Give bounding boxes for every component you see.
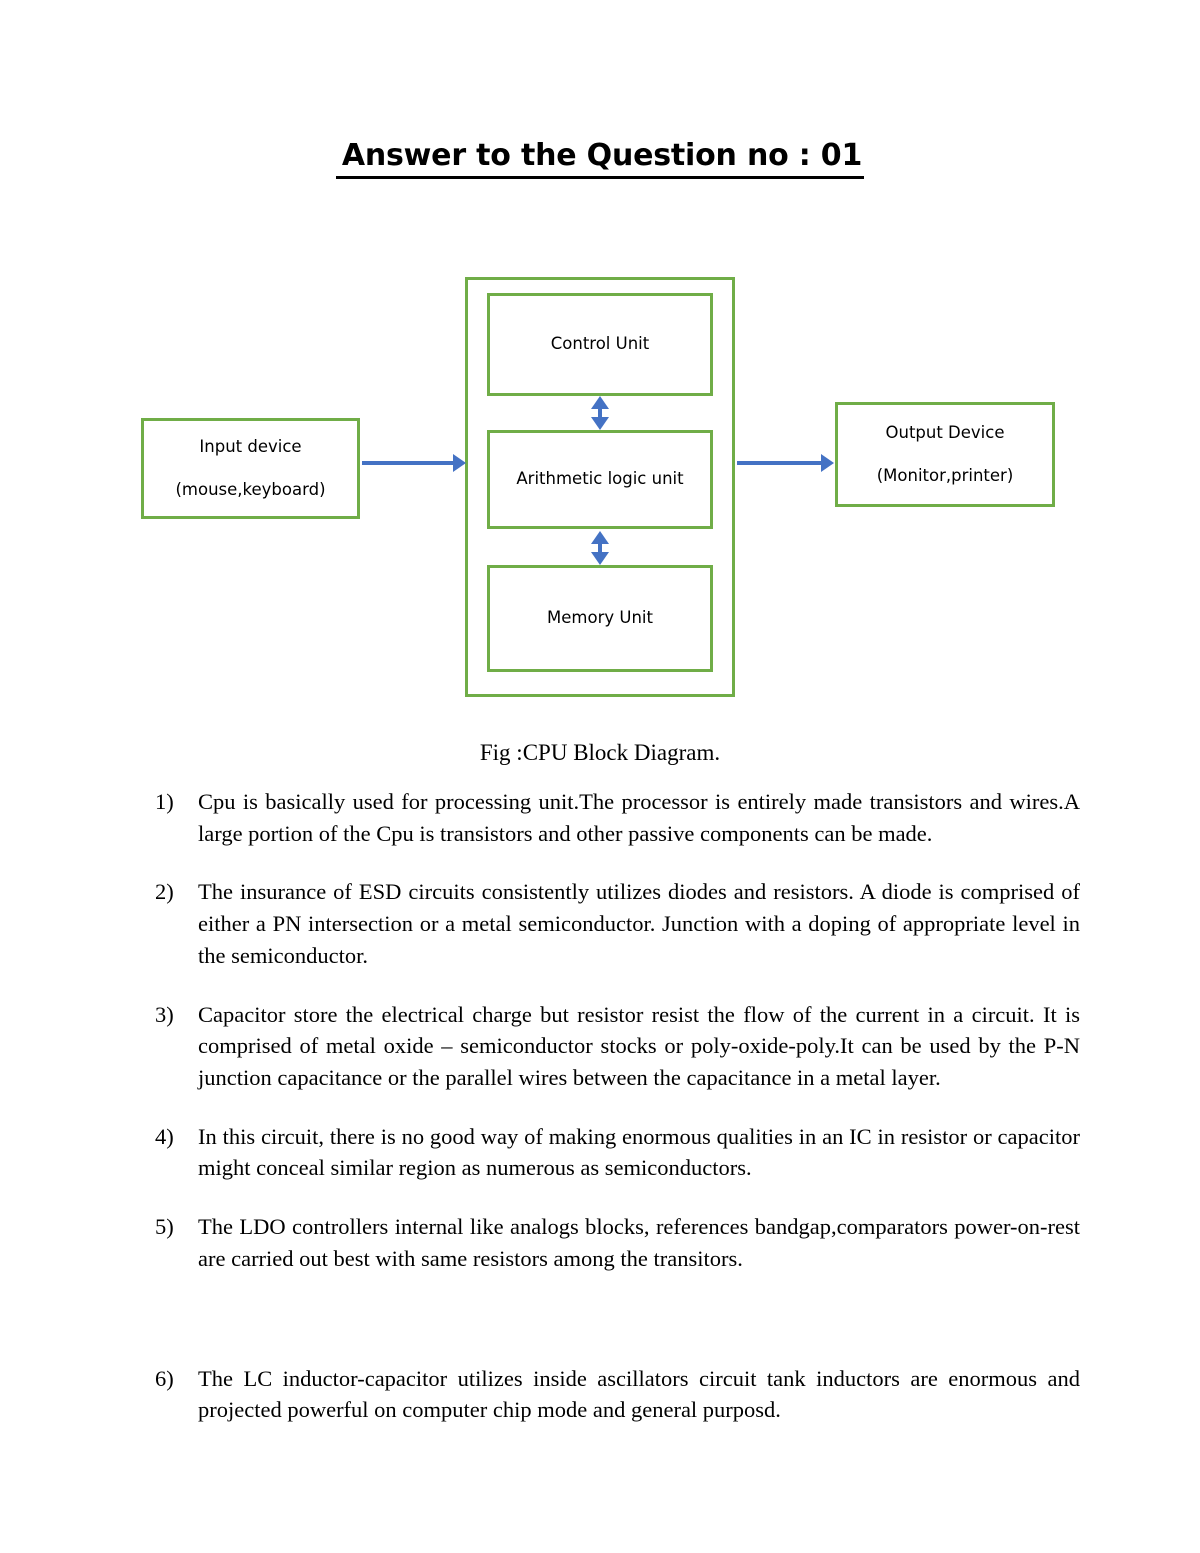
list-item-text: The LC inductor-capacitor utilizes insid… xyxy=(198,1365,1080,1423)
list-item-text: Capacitor store the electrical charge bu… xyxy=(198,1001,1080,1091)
page-title-text: Answer to the Question no : 01 xyxy=(335,139,865,179)
input-device-label-line1: Input device xyxy=(199,437,302,456)
list-item: 2) The insurance of ESD circuits consist… xyxy=(152,876,1080,971)
list-item-text: Cpu is basically used for processing uni… xyxy=(198,789,1080,846)
answer-list: 1) Cpu is basically used for processing … xyxy=(152,786,1080,1453)
list-item-marker: 4) xyxy=(155,1123,174,1149)
list-item: 3) Capacitor store the electrical charge… xyxy=(152,999,1080,1094)
list-item-marker: 3) xyxy=(155,1001,174,1027)
list-item-marker: 6) xyxy=(155,1365,174,1391)
list-item: 4) In this circuit, there is no good way… xyxy=(152,1121,1080,1184)
cpu-block-diagram: Input device (mouse,keyboard) Control Un… xyxy=(0,0,1200,780)
list-item: 1) Cpu is basically used for processing … xyxy=(152,786,1080,849)
diagram-block-control-unit: Control Unit xyxy=(487,293,713,396)
diagram-block-arithmetic-logic-unit: Arithmetic logic unit xyxy=(487,430,713,529)
list-item-text: In this circuit, there is no good way of… xyxy=(198,1123,1080,1181)
diagram-block-cpu-container xyxy=(465,277,735,697)
diagram-block-memory-unit: Memory Unit xyxy=(487,565,713,672)
list-item-marker: 2) xyxy=(155,879,174,905)
list-item: 5) The LDO controllers internal like ana… xyxy=(152,1211,1080,1274)
output-device-label-line1: Output Device xyxy=(885,423,1005,442)
diagram-block-input-device: Input device (mouse,keyboard) xyxy=(141,418,360,519)
diagram-block-output-device: Output Device (Monitor,printer) xyxy=(835,402,1055,507)
memory-unit-label: Memory Unit xyxy=(547,608,653,628)
alu-label: Arithmetic logic unit xyxy=(516,469,684,489)
arrow-double-vertical-icon-alu-memory xyxy=(598,542,602,554)
list-item-marker: 1) xyxy=(155,789,174,814)
input-device-label-line2: (mouse,keyboard) xyxy=(175,479,326,499)
list-item: 6) The LC inductor-capacitor utilizes in… xyxy=(152,1363,1080,1426)
page-title: Answer to the Question no : 01 xyxy=(0,138,1200,179)
arrow-double-vertical-icon-control-unit-alu xyxy=(598,407,602,419)
figure-caption: Fig :CPU Block Diagram. xyxy=(479,740,721,765)
output-device-label-line2: (Monitor,printer) xyxy=(876,465,1014,485)
control-unit-label: Control Unit xyxy=(550,334,650,354)
arrow-right-icon-input-to-cpu xyxy=(362,461,455,465)
list-item-marker: 5) xyxy=(155,1214,174,1240)
list-item-text: The insurance of ESD circuits consistent… xyxy=(198,879,1080,968)
list-item-text: The LDO controllers internal like analog… xyxy=(198,1214,1080,1271)
arrow-right-icon-cpu-to-output xyxy=(737,461,823,465)
